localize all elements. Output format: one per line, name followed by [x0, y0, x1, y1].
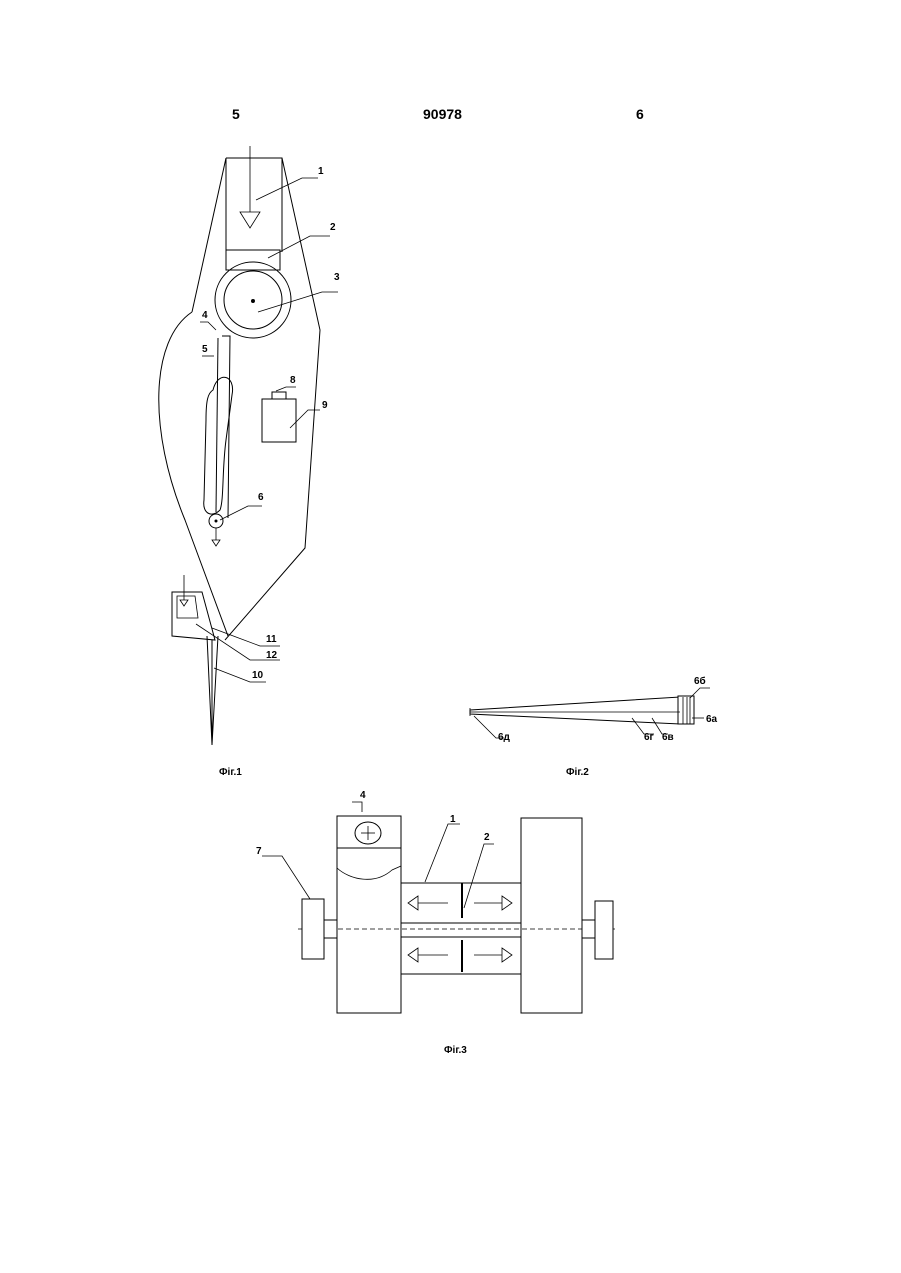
fig2-label-6v: 6в [662, 732, 674, 743]
fig1-label-1: 1 [318, 166, 324, 177]
figure-1 [159, 146, 338, 745]
fig1-label-3: 3 [334, 272, 340, 283]
fig3-label-1: 1 [450, 814, 456, 825]
figure-2 [470, 688, 710, 738]
fig1-label-10: 10 [252, 670, 264, 681]
figure-1-caption: Фіг.1 [219, 767, 242, 778]
fig3-label-2: 2 [484, 832, 490, 843]
fig1-label-2: 2 [330, 222, 336, 233]
fig1-label-5: 5 [202, 344, 208, 355]
fig1-label-8: 8 [290, 375, 296, 386]
fig2-label-6g: 6г [644, 732, 654, 743]
fig1-label-4: 4 [202, 310, 208, 321]
fig2-label-6d: 6д [498, 732, 511, 743]
fig2-label-6b: 6б [694, 675, 706, 687]
fig2-label-6a: 6а [706, 714, 718, 725]
fig1-label-6: 6 [258, 492, 264, 503]
fig3-label-4: 4 [360, 790, 366, 801]
figure-2-caption: Фіг.2 [566, 767, 589, 778]
fig1-label-11: 11 [266, 634, 277, 645]
figure-3 [262, 802, 618, 1013]
figure-3-caption: Фіг.3 [444, 1045, 467, 1056]
fig1-label-12: 12 [266, 650, 278, 661]
fig3-label-7: 7 [256, 846, 262, 857]
fig1-label-9: 9 [322, 400, 328, 411]
